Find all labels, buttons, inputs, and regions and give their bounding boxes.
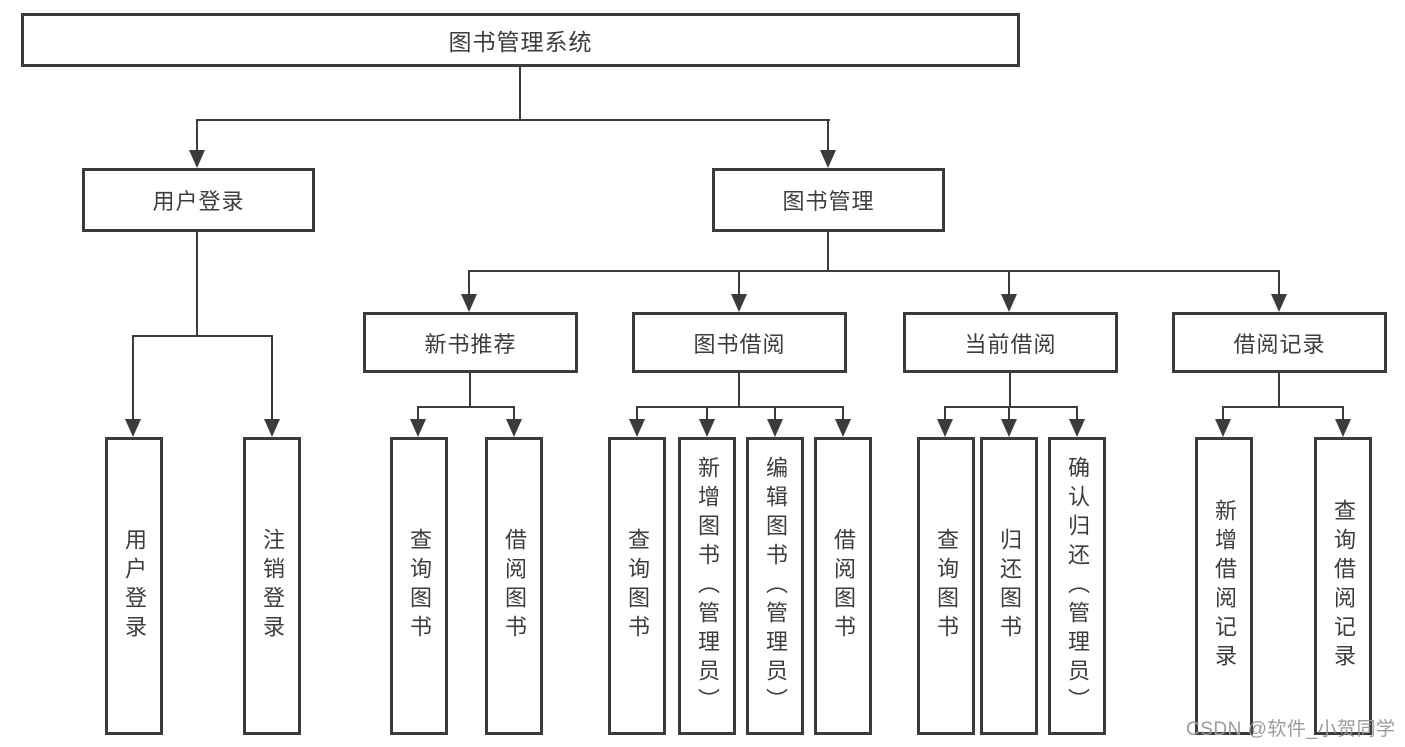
leaf-label: 注销登录	[260, 528, 285, 644]
connector-current-borrow-stem	[1009, 373, 1011, 406]
leaf-label: 查询借阅记录	[1331, 499, 1356, 673]
connector-book-mgmt-horizontal	[469, 270, 1280, 272]
leaf-bb-edit-books-admin: 编辑图书（管理员）	[746, 437, 804, 735]
leaf-cb-return-books: 归还图书	[980, 437, 1038, 735]
connector-arrow-to-current-borrow	[1001, 270, 1017, 312]
node-label: 新书推荐	[424, 331, 517, 357]
leaf-bb-borrow-books: 借阅图书	[814, 437, 872, 735]
node-new-book-recommend: 新书推荐	[363, 312, 578, 373]
connector-root-horizontal	[197, 119, 830, 121]
node-user-login: 用户登录	[82, 168, 315, 232]
connector-arrow-to-borrow-records	[1271, 270, 1287, 312]
node-label: 图书管理	[782, 189, 875, 214]
leaf-label: 新增借阅记录	[1212, 499, 1237, 673]
connector-arrow-br-leaf-1	[1215, 406, 1231, 437]
connector-borrow-records-horizontal	[1223, 406, 1343, 408]
leaf-nb-borrow-books: 借阅图书	[485, 437, 543, 735]
leaf-label: 编辑图书（管理员）	[763, 455, 788, 717]
connector-arrow-bb-leaf-2	[699, 406, 715, 437]
connector-arrow-nb-leaf-1	[410, 406, 426, 437]
connector-book-mgmt-stem	[827, 232, 829, 270]
leaf-br-add-record: 新增借阅记录	[1195, 437, 1253, 735]
leaf-label: 新增图书（管理员）	[695, 455, 720, 717]
node-label: 用户登录	[152, 189, 245, 214]
connector-borrow-records-stem	[1278, 373, 1280, 406]
node-label: 当前借阅	[964, 331, 1057, 357]
leaf-logout: 注销登录	[243, 437, 301, 735]
leaf-label: 归还图书	[997, 528, 1022, 644]
connector-user-login-horizontal	[133, 335, 273, 337]
connector-user-login-stem	[196, 232, 198, 335]
leaf-label: 借阅图书	[502, 528, 527, 644]
connector-arrow-to-user-login	[189, 119, 205, 168]
connector-arrow-bb-leaf-1	[629, 406, 645, 437]
node-borrowing-records: 借阅记录	[1172, 312, 1387, 373]
connector-new-book-rec-horizontal	[418, 406, 515, 408]
connector-arrow-to-book-borrow	[731, 270, 747, 312]
connector-arrow-to-book-mgmt	[820, 119, 836, 168]
leaf-nb-query-books: 查询图书	[390, 437, 448, 735]
leaf-cb-confirm-return-admin: 确认归还（管理员）	[1048, 437, 1106, 735]
connector-root-stem	[519, 67, 521, 119]
leaf-label: 用户登录	[122, 528, 147, 644]
connector-arrow-bb-leaf-3	[767, 406, 783, 437]
connector-book-borrow-stem	[738, 373, 740, 406]
csdn-watermark: CSDN @软件_小贺同学	[1186, 719, 1396, 740]
node-label: 图书管理系统	[448, 29, 593, 55]
node-current-borrowing: 当前借阅	[903, 312, 1118, 373]
connector-arrow-cb-leaf-3	[1069, 406, 1085, 437]
connector-arrow-to-logout-leaf	[264, 335, 280, 437]
leaf-label: 借阅图书	[831, 528, 856, 644]
leaf-bb-query-books: 查询图书	[608, 437, 666, 735]
connector-arrow-to-new-book-rec	[461, 270, 477, 312]
connector-new-book-rec-stem	[469, 373, 471, 406]
connector-book-borrow-horizontal	[637, 406, 843, 408]
node-label: 借阅记录	[1233, 331, 1326, 357]
leaf-label: 查询图书	[407, 528, 432, 644]
node-book-borrowing: 图书借阅	[632, 312, 847, 373]
connector-arrow-cb-leaf-2	[1001, 406, 1017, 437]
leaf-bb-add-books-admin: 新增图书（管理员）	[678, 437, 736, 735]
leaf-label: 查询图书	[625, 528, 650, 644]
leaf-cb-query-books: 查询图书	[917, 437, 975, 735]
connector-arrow-br-leaf-2	[1335, 406, 1351, 437]
node-book-management: 图书管理	[712, 168, 945, 232]
leaf-user-login: 用户登录	[105, 437, 163, 735]
node-library-management-system: 图书管理系统	[21, 13, 1020, 67]
connector-arrow-nb-leaf-2	[506, 406, 522, 437]
node-label: 图书借阅	[693, 331, 786, 357]
leaf-br-query-record: 查询借阅记录	[1314, 437, 1372, 735]
connector-arrow-cb-leaf-1	[937, 406, 953, 437]
connector-current-borrow-horizontal	[945, 406, 1078, 408]
connector-arrow-bb-leaf-4	[835, 406, 851, 437]
leaf-label: 确认归还（管理员）	[1065, 455, 1090, 717]
connector-arrow-to-login-leaf	[125, 335, 141, 437]
leaf-label: 查询图书	[934, 528, 959, 644]
